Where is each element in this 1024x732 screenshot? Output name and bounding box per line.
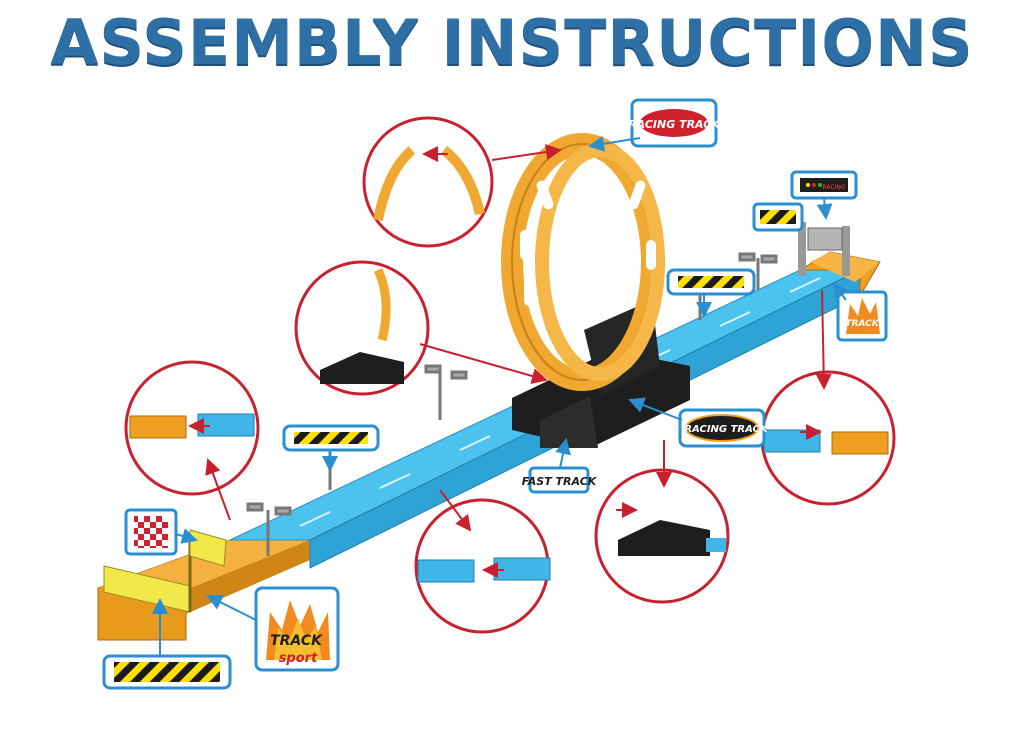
- racing-track-label-right: RACING TRACK: [684, 424, 769, 435]
- sticker-track-sport-bottom: TRACK sport: [206, 586, 340, 672]
- sticker-track-sport-right: TRACK: [832, 282, 888, 342]
- racing-small-label: RACING: [822, 184, 845, 191]
- sticker-hazard-left: [282, 424, 380, 472]
- callout-loop-base: [294, 260, 548, 396]
- page-title: ASSEMBLY INSTRUCTIONS: [50, 6, 974, 79]
- callout-start-join: [124, 360, 260, 521]
- sticker-racing-small: RACING: [790, 170, 858, 220]
- finish-gantry: [798, 222, 850, 276]
- sticker-hazard-mid: [666, 268, 756, 318]
- sticker-checker-flag: [124, 508, 198, 556]
- start-gate: [103, 529, 227, 613]
- sticker-fast-track: FAST TRACK: [522, 438, 598, 494]
- sticker-racing-track-right: RACING TRACK: [628, 397, 769, 448]
- track-sport-right-word1: TRACK: [845, 319, 879, 329]
- callout-end-join: [760, 289, 896, 506]
- loop: [501, 133, 690, 448]
- fast-track-label: FAST TRACK: [522, 475, 598, 488]
- sticker-racing-track-top: RACING TRACK: [588, 98, 721, 152]
- callout-loop-join: [362, 116, 562, 248]
- track-sport-bottom-word2: sport: [279, 651, 318, 666]
- track-sport-bottom-word1: TRACK: [270, 633, 323, 649]
- racing-track-label-top: RACING TRACK: [628, 118, 721, 131]
- sticker-hazard-bottom: [102, 598, 232, 690]
- callout-mid-join: [414, 489, 551, 634]
- callout-ramp: [594, 440, 730, 604]
- sticker-hazard-top-right: [752, 202, 804, 232]
